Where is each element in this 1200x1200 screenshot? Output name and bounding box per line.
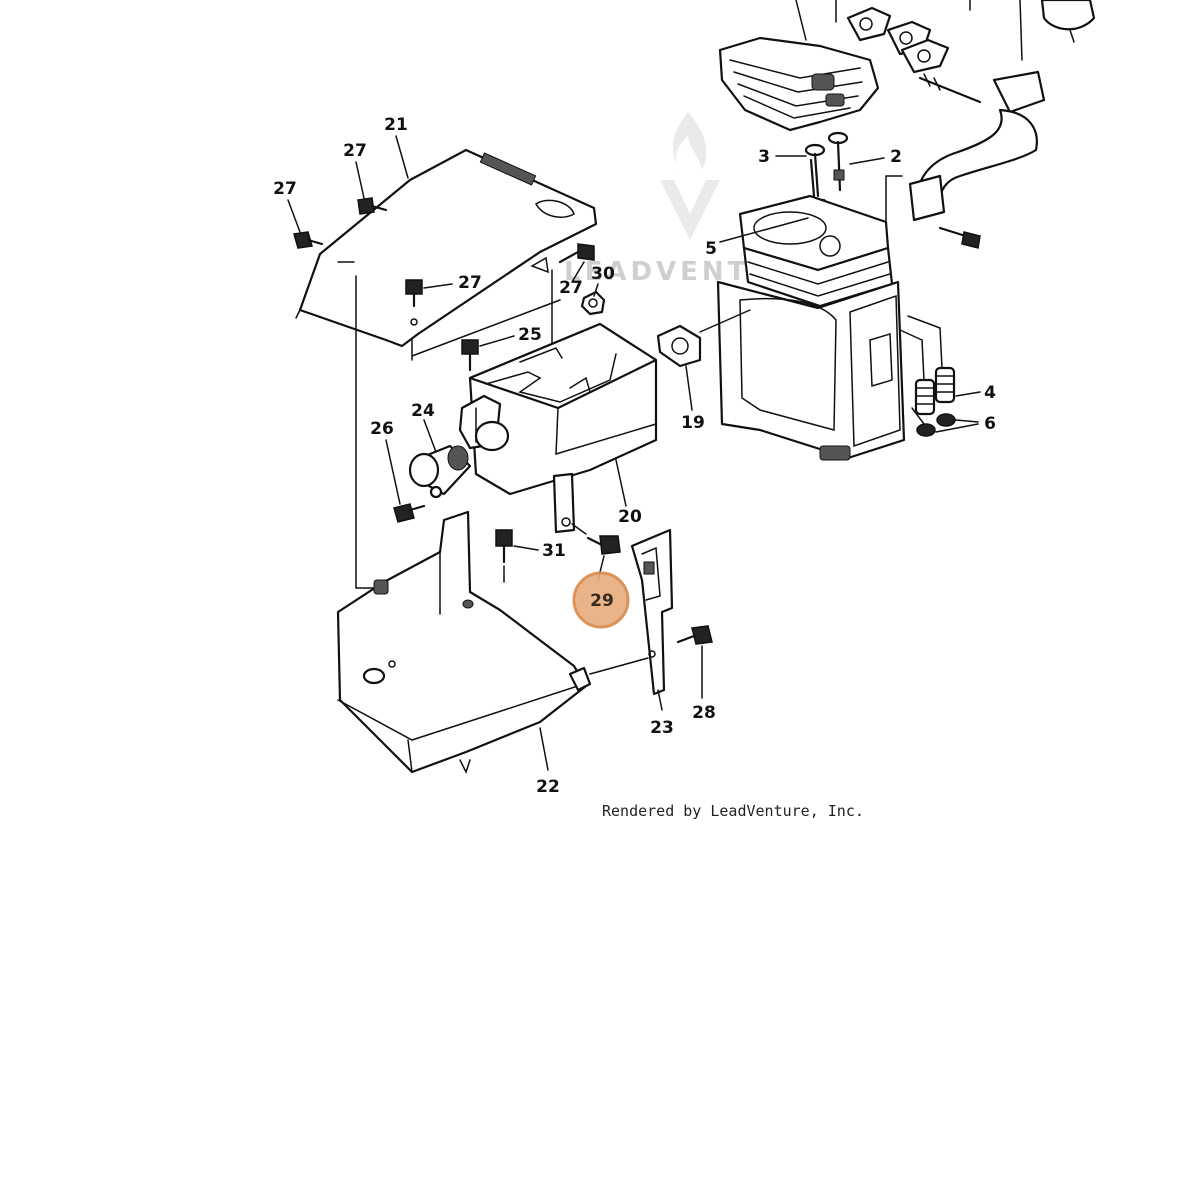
callout-4: 4	[984, 383, 996, 403]
callout-25: 25	[518, 325, 542, 345]
cylinder-head-assembly	[718, 0, 1096, 251]
arrestor-screw-26	[393, 503, 426, 523]
callout-20: 20	[618, 507, 642, 527]
muffler-bracket	[589, 528, 674, 696]
shield-screw-27-top	[357, 197, 388, 215]
callout-27-left: 27	[273, 179, 297, 199]
callout-3: 3	[758, 147, 770, 167]
cylinder-block	[699, 194, 906, 461]
muffler-nut-30	[580, 290, 606, 316]
exhaust-gasket	[656, 324, 702, 368]
callout-21: 21	[384, 115, 408, 135]
callout-28: 28	[692, 703, 716, 723]
highlighted-callout-29[interactable]: 29	[572, 571, 630, 629]
callout-2: 2	[890, 147, 902, 167]
muffler-body	[458, 322, 658, 534]
shield-screw-31	[495, 529, 513, 583]
render-credit: Rendered by LeadVenture, Inc.	[602, 802, 864, 820]
callout-29: 29	[590, 591, 614, 611]
shield-screw-27-left	[293, 231, 324, 249]
spark-arrestor	[408, 444, 472, 499]
callout-30: 30	[591, 264, 615, 284]
shield-screw-27-mid	[405, 279, 423, 326]
intake-valve	[804, 143, 826, 198]
callout-27-top: 27	[343, 141, 367, 161]
muffler-heat-shield-bottom	[336, 510, 592, 774]
shield-screw-27-right	[558, 243, 595, 264]
spring-retainers	[911, 407, 956, 437]
callout-31: 31	[542, 541, 566, 561]
bracket-screw-29	[571, 523, 621, 555]
callout-labels: 21 27 27 27 27 30 25 24 26 20 31 22 23 2…	[273, 115, 996, 797]
callout-6: 6	[984, 414, 996, 434]
callout-23: 23	[650, 718, 674, 738]
muffler-heat-shield-top	[295, 148, 598, 589]
callout-22: 22	[536, 777, 560, 797]
callout-19: 19	[681, 413, 705, 433]
callout-27-right: 27	[559, 278, 583, 298]
callout-27-mid: 27	[458, 273, 482, 293]
callout-24: 24	[411, 401, 435, 421]
muffler-screw-25	[461, 339, 479, 372]
bracket-screw-28	[676, 625, 713, 645]
valve-springs	[899, 315, 956, 416]
exhaust-valve	[827, 131, 849, 192]
callout-5: 5	[705, 239, 717, 259]
callout-26: 26	[370, 419, 394, 439]
